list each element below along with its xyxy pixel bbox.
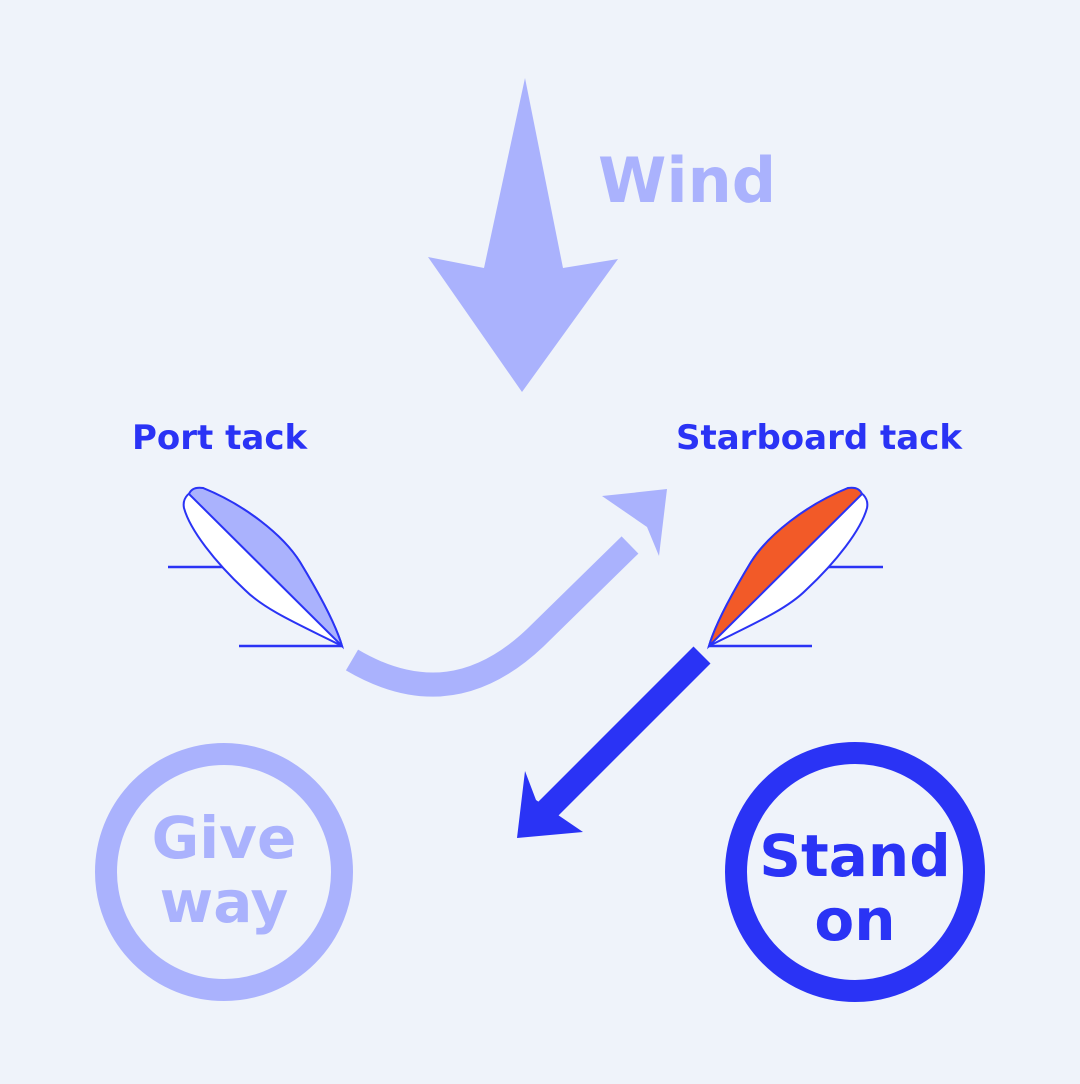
starboard-sail xyxy=(706,486,864,650)
wind-arrow xyxy=(428,78,618,392)
port-course-arrowhead xyxy=(602,489,667,556)
port-course-arrow xyxy=(345,489,667,697)
give-way-line1: Give xyxy=(152,804,297,872)
stand-on-line2: on xyxy=(814,886,895,954)
give-way-badge: Give way xyxy=(95,743,353,1001)
give-way-ring xyxy=(95,743,353,1001)
starboard-tack-label: Starboard tack xyxy=(676,418,963,458)
port-tack-label: Port tack xyxy=(132,418,308,458)
give-way-line2: way xyxy=(160,868,289,936)
stand-on-ring xyxy=(725,742,985,1002)
wind-label: Wind xyxy=(598,144,776,217)
stand-on-line1: Stand xyxy=(759,822,950,890)
starboard-tack-boat xyxy=(706,486,883,650)
port-tack-boat xyxy=(168,486,345,650)
port-sail xyxy=(187,486,345,650)
port-course-path xyxy=(345,536,639,697)
starboard-course-arrow xyxy=(517,646,711,838)
starboard-course-shaft xyxy=(536,646,711,821)
stand-on-badge: Stand on xyxy=(725,742,985,1002)
starboard-course-arrowhead xyxy=(517,771,583,838)
